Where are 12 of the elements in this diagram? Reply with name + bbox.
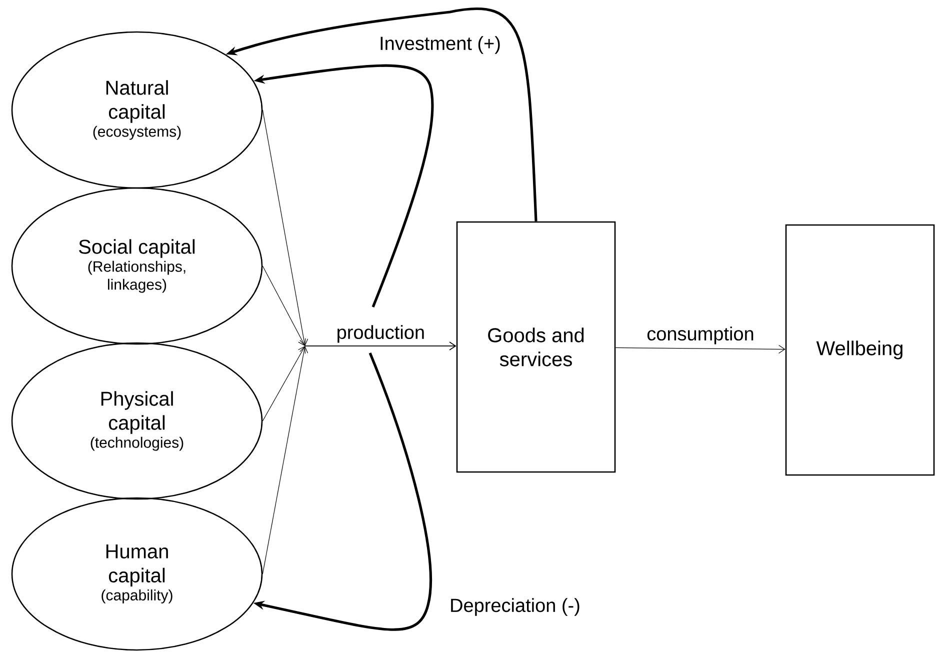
arrow (262, 346, 306, 422)
process-box: Wellbeing (785, 224, 935, 476)
arrow (262, 346, 308, 574)
process-box: Goods and services (456, 221, 616, 473)
arrow (304, 342, 456, 350)
arrow (615, 344, 786, 354)
edge-label: Investment (+) (377, 34, 503, 56)
arrow (262, 110, 308, 346)
edge-label: consumption (646, 326, 756, 346)
edge-label: Depreciation (-) (448, 596, 582, 618)
arrow (262, 266, 306, 346)
edge-label: production (335, 324, 426, 344)
